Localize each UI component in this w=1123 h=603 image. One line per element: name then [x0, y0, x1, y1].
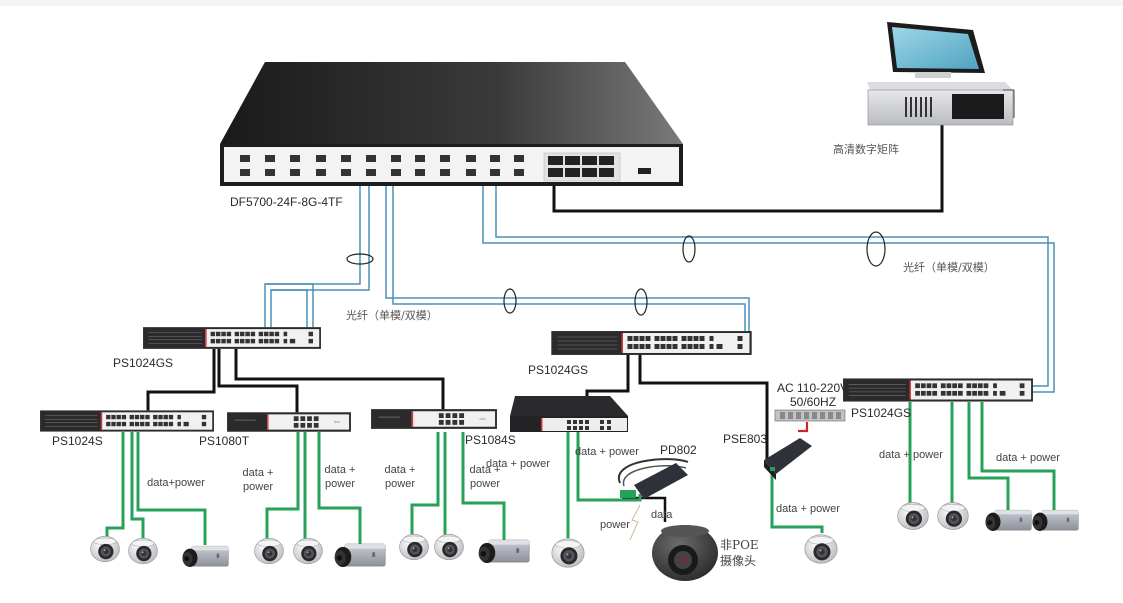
- digital-matrix: [867, 22, 1015, 126]
- pd802-label: PD802: [660, 443, 697, 457]
- fiber-cables: [264, 182, 1055, 393]
- dome-camera-icon: [399, 533, 429, 561]
- cameras: [90, 502, 1079, 581]
- agg-switch-left: [143, 326, 321, 350]
- fiber-bundle-rings: [346, 231, 886, 316]
- matrix-label: 高清数字矩阵: [833, 143, 899, 156]
- ps1080t-label: PS1080T: [199, 434, 250, 448]
- ac-voltage-label: AC 110-220V: [777, 381, 849, 395]
- dome-camera-icon: [90, 535, 120, 563]
- link-label: data + power: [996, 452, 1060, 464]
- poe-cables: [105, 402, 1056, 545]
- box-camera-icon: [478, 539, 530, 564]
- dome-camera-icon: [254, 537, 284, 565]
- fiber-ring: [503, 288, 517, 314]
- cable-agg-mid-to-pse: [638, 348, 769, 460]
- ac-power-cable: [798, 422, 809, 433]
- link-label: data + power: [575, 446, 639, 458]
- cable-core-to-matrix: [552, 125, 944, 213]
- agg-switch-mid: [550, 331, 753, 355]
- link-label: power: [600, 519, 630, 531]
- ac-frequency-label: 50/60HZ: [790, 395, 837, 409]
- pse803-label: PSE803: [723, 432, 768, 446]
- dome-camera-icon: [804, 534, 838, 564]
- ps1024s-label: PS1024S: [52, 434, 103, 448]
- fiber-ring: [866, 231, 886, 267]
- access-switch-ps1080t: [227, 412, 351, 432]
- non-poe-camera-label-2: 摄像头: [720, 554, 757, 568]
- core-switch: [220, 62, 683, 186]
- link-label: data + power: [469, 464, 501, 490]
- cable-agg-left-to-ps1024s: [146, 348, 216, 412]
- link-label: data + power: [486, 458, 550, 470]
- agg-left-label: PS1024GS: [113, 356, 174, 370]
- fiber-ring: [682, 235, 696, 263]
- fiber-label-right: 光纤（单模/双模）: [903, 261, 995, 274]
- cable-agg-left-to-ps1080t: [217, 348, 299, 413]
- dome-camera-icon: [551, 538, 585, 568]
- agg-mid-label: PS1024GS: [528, 363, 589, 377]
- link-label: data: [651, 509, 673, 521]
- cable-agg-left-to-ps1084s: [234, 348, 445, 410]
- access-switch-ps1024s: [40, 410, 214, 432]
- link-label: data+power: [147, 477, 205, 489]
- power-strip: [774, 409, 846, 422]
- agg-switch-right: [843, 378, 1033, 402]
- link-label: data + power: [242, 467, 274, 493]
- non-poe-dome-camera-icon: [652, 525, 718, 581]
- pse-injector: [764, 438, 812, 480]
- link-label: data + power: [384, 464, 416, 490]
- fiber-ring: [634, 288, 648, 316]
- box-camera-icon: [334, 543, 386, 568]
- fiber-ring: [346, 253, 374, 265]
- rj45-ports: [548, 156, 614, 177]
- pd-power-lead: [629, 504, 641, 541]
- fiber-label-left: 光纤（单模/双模）: [346, 309, 438, 322]
- dome-camera-icon: [897, 502, 929, 530]
- top-bar: [0, 0, 1123, 6]
- link-label: data + power: [324, 464, 356, 490]
- dome-camera-icon: [128, 537, 158, 565]
- link-label: data + power: [879, 449, 943, 461]
- dome-camera-icon: [293, 537, 323, 565]
- desktop-switch: [510, 396, 628, 432]
- dome-camera-icon: [937, 502, 969, 530]
- non-poe-camera-label-1: 非POE: [720, 538, 759, 552]
- cable-pd-data-to-camera: [622, 496, 667, 522]
- ps1084s-label: PS1084S: [465, 433, 516, 447]
- access-switch-ps1084s: [371, 408, 497, 430]
- console-port: [638, 168, 651, 174]
- pd-splitter: [617, 458, 689, 499]
- sfp-ports: [240, 155, 524, 176]
- box-camera-icon: [1032, 509, 1079, 532]
- dome-camera-icon: [434, 533, 464, 561]
- box-camera-icon: [985, 509, 1032, 532]
- core-switch-label: DF5700-24F-8G-4TF: [230, 195, 343, 209]
- agg-right-label: PS1024GS: [851, 406, 912, 420]
- box-camera-icon: [182, 545, 229, 568]
- link-label: data + power: [776, 503, 840, 515]
